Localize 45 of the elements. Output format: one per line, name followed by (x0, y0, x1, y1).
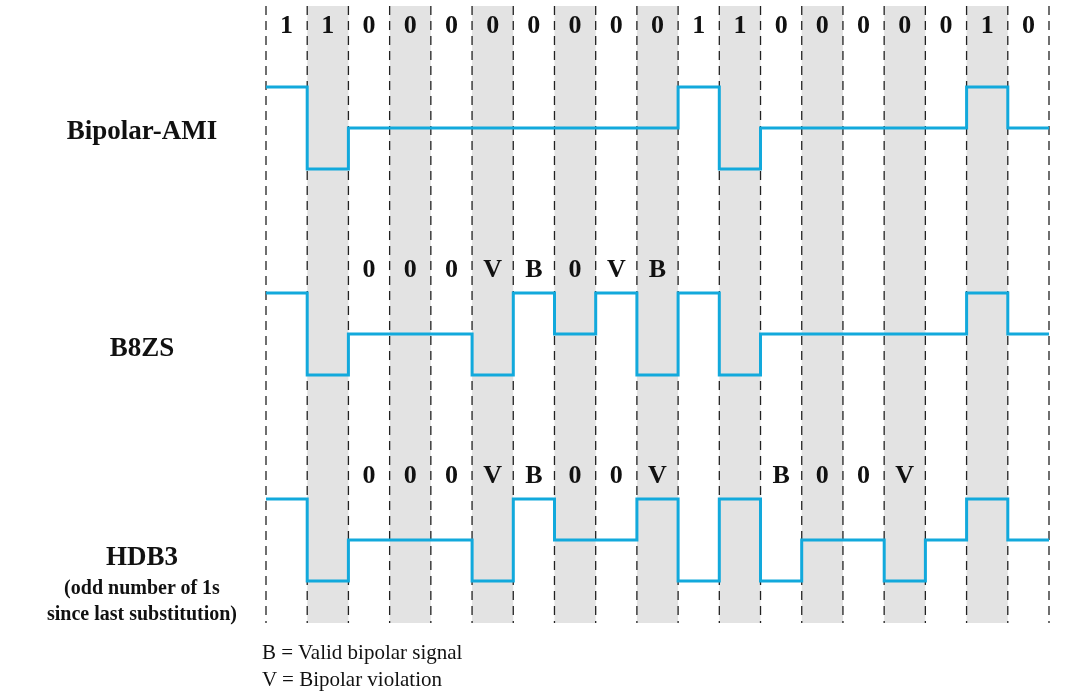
code-symbol: B (772, 462, 790, 488)
bit-value: 0 (898, 12, 912, 38)
bit-value: 0 (939, 12, 953, 38)
code-symbol: V (606, 256, 626, 282)
code-symbol: B (525, 256, 543, 282)
bit-value: 1 (980, 12, 994, 38)
code-symbol: 0 (403, 462, 417, 488)
code-symbol: V (648, 462, 667, 488)
bit-value: 0 (651, 12, 664, 38)
code-symbol: B (648, 256, 667, 282)
signal-name: Bipolar-AMI (66, 117, 218, 144)
bit-value: 0 (403, 12, 417, 38)
code-symbol: V (483, 462, 503, 488)
legend-text: B = Valid bipolar signal (262, 642, 463, 663)
code-symbol: 0 (568, 462, 582, 488)
code-symbol: B (525, 462, 543, 488)
code-symbol: 0 (362, 256, 376, 282)
code-symbol: 0 (609, 462, 623, 488)
legend-text: V = Bipolar violation (262, 669, 443, 690)
code-symbol: 0 (815, 462, 829, 488)
bit-value: 0 (1021, 12, 1035, 38)
bit-value: 1 (280, 12, 294, 38)
code-symbol: 0 (403, 256, 417, 282)
bit-value: 0 (486, 12, 500, 38)
code-symbol: 0 (444, 256, 458, 282)
signal-name: B8ZS (109, 334, 175, 361)
code-symbol: 0 (444, 462, 458, 488)
code-symbol: 0 (362, 462, 376, 488)
code-symbol: 0 (568, 256, 582, 282)
code-symbol: 0 (857, 462, 871, 488)
bit-value: 1 (733, 12, 747, 38)
bit-value: 0 (609, 12, 623, 38)
bit-value: 1 (692, 12, 706, 38)
signal-name: HDB3 (106, 543, 178, 570)
bit-value: 0 (857, 12, 871, 38)
code-symbol: V (895, 462, 915, 488)
bit-value: 0 (568, 12, 582, 38)
bit-value: 0 (815, 12, 829, 38)
bit-value: 0 (527, 12, 541, 38)
bit-value: 0 (774, 12, 788, 38)
bit-value: 0 (362, 12, 376, 38)
bit-value: 0 (444, 12, 458, 38)
code-symbol: V (483, 256, 503, 282)
signal-note: (odd number of 1s since last substitution) (46, 575, 238, 626)
bit-value: 1 (321, 12, 335, 38)
